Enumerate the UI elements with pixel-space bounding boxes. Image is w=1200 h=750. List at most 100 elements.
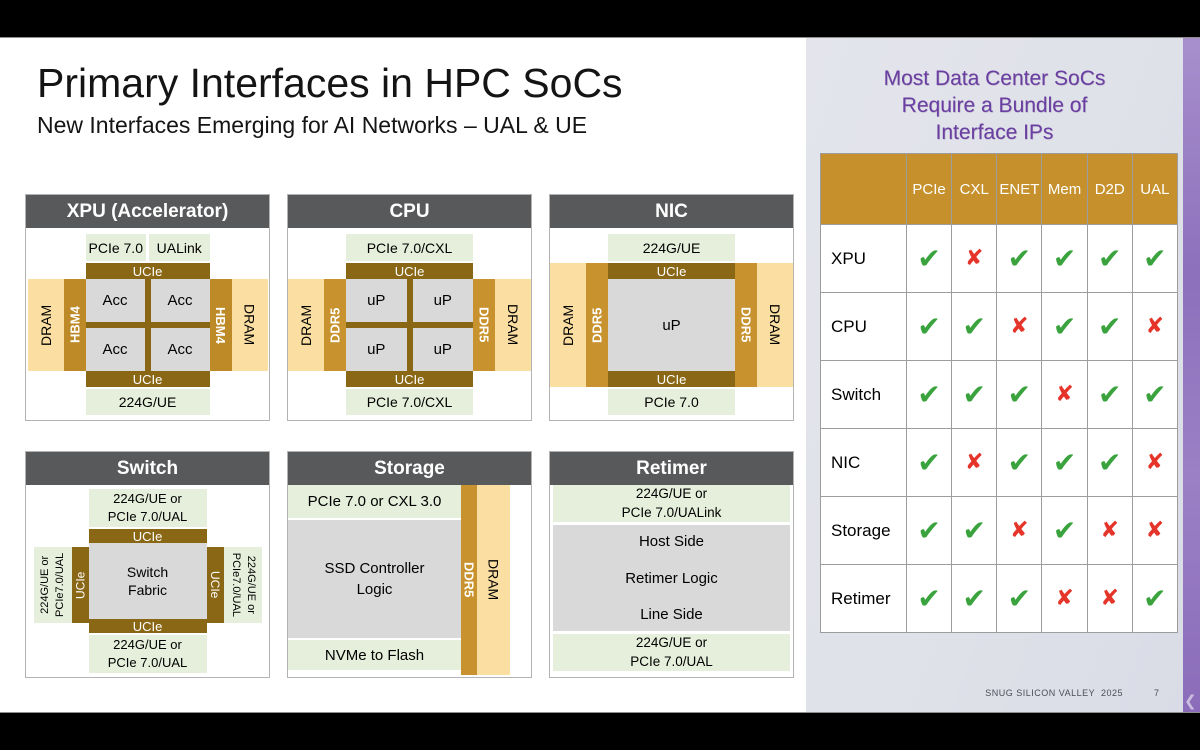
label-line: PCIe 7.0/UAL	[630, 653, 713, 669]
table-cell: ✔	[951, 360, 998, 429]
label-line: PCIe 7.0/UALink	[621, 504, 722, 520]
nic-center: 224G/UE UCIe uP UCIe PCIe 7.0	[608, 228, 735, 415]
check-icon: ✔	[1143, 377, 1167, 411]
switch-right-interface-label: 224G/UE or PCIe7.0/UAL	[223, 547, 262, 623]
table-row-cpu: CPU✔✔✘✔✔✘	[820, 292, 1179, 361]
col-header-ual: UAL	[1131, 153, 1179, 225]
pcie-cxl-label: PCIe 7.0 or CXL 3.0	[288, 485, 461, 518]
ucie-bar: UCIe	[88, 529, 207, 544]
page-subtitle: New Interfaces Emerging for AI Networks …	[37, 112, 588, 138]
ddr5-right-label: DDR5	[735, 263, 757, 387]
retimer-top-interface-label: 224G/UE or PCIe 7.0/UALink	[553, 485, 790, 522]
table-cell: ✔	[1086, 428, 1133, 497]
synopsys-chevron-icon: ❮	[1184, 692, 1197, 710]
diagram-cpu-body: DRAM DDR5 PCIe 7.0/CXL UCIe uP uP uP uP …	[288, 228, 531, 418]
diagram-xpu-body: DRAM HBM4 PCIe 7.0 UALink UCIe Acc Acc A…	[26, 228, 269, 418]
switch-fabric-core: Switch Fabric	[88, 543, 207, 619]
footer-text: SNUG SILICON VALLEY 2025	[985, 688, 1123, 698]
up-core: uP	[346, 279, 407, 322]
col-header-d2d: D2D	[1086, 153, 1133, 225]
cross-icon: ✘	[1055, 585, 1074, 611]
ucie-bar: UCIe	[346, 263, 473, 279]
label-line: PCIe7.0/UAL	[229, 552, 242, 618]
label-line: 224G/UE or	[635, 635, 708, 651]
ucie-bar: UCIe	[346, 371, 473, 387]
table-row-switch: Switch✔✔✔✘✔✔	[820, 360, 1179, 429]
panel-title: Most Data Center SoCs Require a Bundle o…	[806, 38, 1183, 146]
diagram-retimer: Retimer 224G/UE or PCIe 7.0/UALink Host …	[549, 451, 794, 678]
check-icon: ✔	[1097, 445, 1122, 479]
check-icon: ✔	[962, 513, 986, 547]
table-cell: ✘	[1131, 496, 1179, 565]
label-line: Switch	[126, 563, 169, 580]
cross-icon: ✘	[1010, 313, 1029, 339]
check-icon: ✔	[1097, 377, 1122, 411]
cross-icon: ✘	[1055, 381, 1074, 407]
xpu-center: PCIe 7.0 UALink UCIe Acc Acc Acc Acc UCI…	[85, 228, 210, 415]
dram-right-label: DRAM	[757, 263, 793, 387]
page-number: 7	[1153, 688, 1159, 698]
acc-core: Acc	[150, 279, 210, 322]
table-cell: ✔	[996, 428, 1043, 497]
title-block: Primary Interfaces in HPC SoCs New Inter…	[37, 60, 623, 139]
cross-icon: ✘	[1010, 517, 1029, 543]
check-icon: ✔	[917, 445, 941, 479]
diagram-nic-body: DRAM DDR5 224G/UE UCIe uP UCIe PCIe 7.0 …	[550, 228, 793, 418]
label-line: 224G/UE or	[635, 486, 708, 502]
ucie-bar-vertical: UCIe	[206, 547, 224, 623]
up-core: uP	[412, 279, 473, 322]
ucie-bar: UCIe	[608, 371, 735, 387]
check-icon: ✔	[1052, 513, 1077, 547]
diagram-xpu-title: XPU (Accelerator)	[26, 195, 269, 228]
table-row-xpu: XPU✔✘✔✔✔✔	[820, 224, 1179, 293]
panel-title-line: Require a Bundle of	[901, 94, 1088, 117]
panel-title-line: Most Data Center SoCs	[883, 67, 1106, 90]
ddr5-right-label: DDR5	[461, 485, 477, 675]
cross-icon: ✘	[965, 449, 984, 475]
switch-top-interface-label: 224G/UE or PCIe 7.0/UAL	[88, 489, 207, 527]
check-icon: ✔	[1097, 241, 1122, 275]
table-cell: ✔	[1041, 224, 1088, 293]
table-cell: ✔	[1131, 564, 1179, 633]
check-icon: ✔	[1097, 309, 1122, 343]
switch-bottom-interface-label: 224G/UE or PCIe 7.0/UAL	[88, 635, 207, 673]
cpu-core-grid: uP uP uP uP	[346, 279, 473, 371]
table-cell: ✘	[1086, 496, 1133, 565]
acc-core: Acc	[85, 328, 145, 371]
retimer-logic-core: Host Side Retimer Logic Line Side	[553, 525, 790, 631]
check-icon: ✔	[1052, 445, 1077, 479]
ip-table-body: XPU✔✘✔✔✔✔CPU✔✔✘✔✔✘Switch✔✔✔✘✔✔NIC✔✘✔✔✔✘S…	[820, 224, 1179, 633]
table-cell: ✘	[951, 224, 998, 293]
ucie-bar: UCIe	[608, 263, 735, 279]
row-label: Retimer	[820, 564, 907, 633]
table-cell: ✘	[1086, 564, 1133, 633]
check-icon: ✔	[1143, 581, 1167, 615]
check-icon: ✔	[1007, 445, 1032, 479]
check-icon: ✔	[1007, 377, 1032, 411]
diagram-switch: Switch 224G/UE or PCIe7.0/UAL UCIe 224G/…	[25, 451, 270, 678]
table-cell: ✔	[996, 564, 1043, 633]
dram-left-label: DRAM	[27, 279, 64, 371]
row-label: NIC	[820, 428, 907, 497]
storage-main: PCIe 7.0 or CXL 3.0 SSD Controller Logic…	[288, 485, 461, 675]
dram-right-label: DRAM	[477, 485, 510, 675]
interface-label-rotated: 224G/UE or PCIe7.0/UAL	[228, 530, 258, 640]
retimer-logic-label: Retimer Logic	[625, 569, 718, 587]
table-cell: ✘	[1041, 564, 1088, 633]
retimer-bottom-interface-label: 224G/UE or PCIe 7.0/UAL	[553, 634, 790, 671]
check-icon: ✔	[962, 309, 986, 343]
table-cell: ✘	[996, 292, 1043, 361]
table-cell: ✔	[1041, 496, 1088, 565]
224g-label: 224G/UE	[608, 234, 735, 261]
table-cell: ✔	[951, 564, 998, 633]
cross-icon: ✘	[1145, 313, 1165, 339]
table-cell: ✔	[996, 360, 1043, 429]
host-side-label: Host Side	[638, 533, 705, 550]
check-icon: ✔	[962, 377, 986, 411]
table-cell: ✔	[1131, 360, 1179, 429]
spacer	[510, 485, 531, 675]
label-line: 224G/UE or	[113, 637, 182, 653]
cross-icon: ✘	[1100, 517, 1119, 543]
diagram-storage-body: PCIe 7.0 or CXL 3.0 SSD Controller Logic…	[288, 485, 531, 675]
